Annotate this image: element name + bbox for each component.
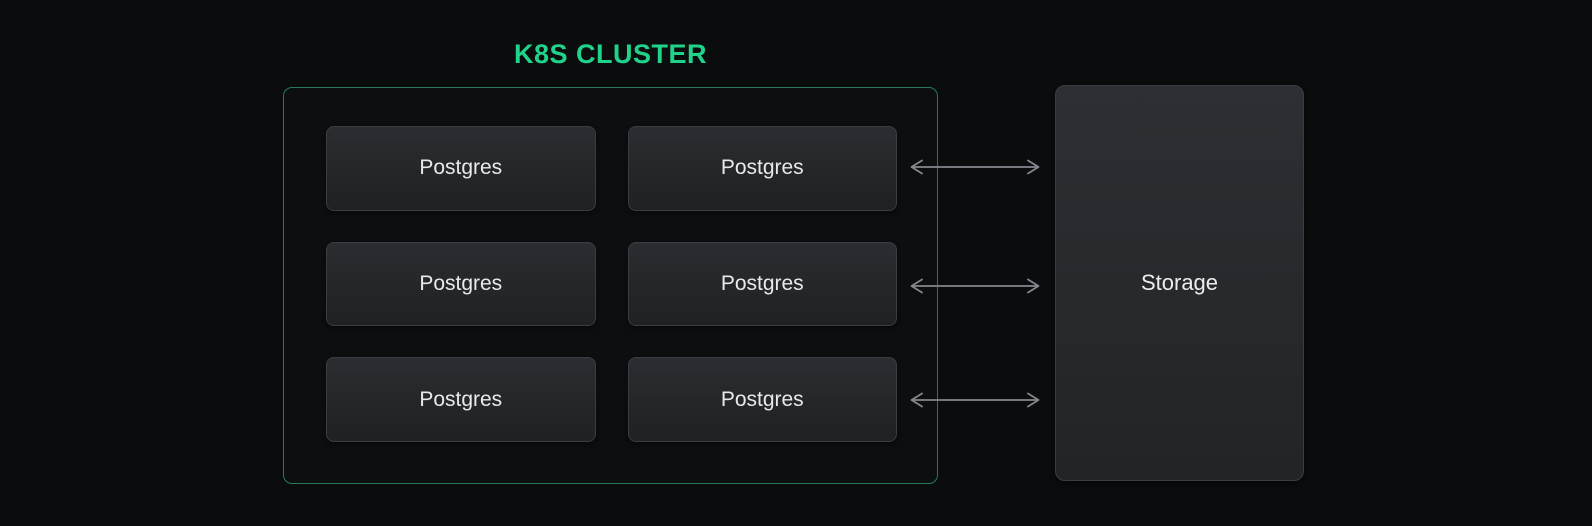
bidirectional-arrow-icon	[905, 157, 1045, 177]
postgres-node-label: Postgres	[720, 271, 804, 295]
postgres-node-label: Postgres	[720, 156, 804, 180]
bidirectional-arrow-icon	[905, 390, 1045, 410]
postgres-node: Postgres	[326, 241, 596, 327]
postgres-node-label: Postgres	[720, 387, 804, 411]
postgres-node: Postgres	[627, 357, 897, 442]
bidirectional-arrow-icon	[905, 276, 1045, 296]
postgres-node-label: Postgres	[419, 271, 503, 295]
postgres-node-label: Postgres	[419, 387, 503, 411]
postgres-node: Postgres	[627, 126, 897, 211]
postgres-node: Postgres	[326, 126, 596, 211]
cluster-title: K8S CLUSTER	[513, 39, 708, 69]
k8s-cluster-box: Postgres Postgres Postgres Postgres Post…	[283, 87, 938, 484]
storage-label: Storage	[1140, 270, 1219, 295]
postgres-node: Postgres	[627, 241, 897, 327]
postgres-node-label: Postgres	[419, 156, 503, 180]
storage-box: Storage	[1055, 85, 1304, 481]
postgres-node: Postgres	[326, 357, 596, 442]
